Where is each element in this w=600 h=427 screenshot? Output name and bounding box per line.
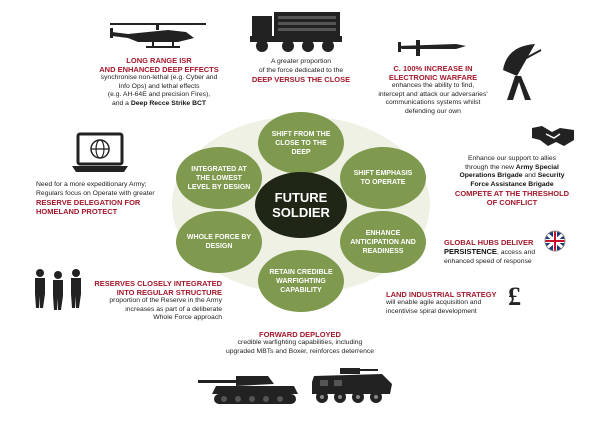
deep-body-2: of the force dedicated to the xyxy=(258,66,344,74)
hubs-heading-1: GLOBAL HUBS DELIVER xyxy=(444,238,534,247)
deep-heading: DEEP VERSUS THE CLOSE xyxy=(251,75,351,84)
ew-body-2: intercept and attack our adversaries' xyxy=(378,90,488,98)
allies-body-1: Enhance our support to allies xyxy=(467,155,557,162)
expeditionary-body-1: Need for a more expeditionary Army; xyxy=(36,181,147,188)
helicopter-icon xyxy=(108,20,208,50)
drone-icon xyxy=(396,38,468,58)
reserves-body-3: Whole Force approach xyxy=(153,314,222,321)
isr-body-2: Info Ops) and lethal effects xyxy=(118,82,200,90)
ew-body-3: communications systems whilst xyxy=(385,99,481,106)
industrial-body-1: will enable agile acquisition and xyxy=(386,299,482,306)
forward-heading: FORWARD DEPLOYED xyxy=(259,330,341,339)
ew-body-1: enhances the ability to find, xyxy=(391,82,475,89)
expeditionary-body-2: Regulars focus on Operate with greater xyxy=(36,189,155,197)
block-expeditionary: Need for a more expeditionary Army; Regu… xyxy=(36,181,196,216)
ew-heading-1: C. 100% INCREASE IN xyxy=(393,64,473,73)
hubs-body: enhanced speed of response xyxy=(444,257,532,265)
soldiers-icon xyxy=(32,268,84,310)
center-line-2: SOLDIER xyxy=(272,205,330,220)
handshake-icon xyxy=(530,122,576,150)
block-forward-deployed: FORWARD DEPLOYED credible warfighting ca… xyxy=(200,330,400,356)
allies-body-2: through the new Army Special xyxy=(465,163,559,171)
block-deep-vs-close: A greater proportion of the force dedica… xyxy=(226,58,376,84)
petal-shift-close-to-deep: SHIFT FROM THE CLOSE TO THE DEEP xyxy=(258,112,344,174)
forward-body-2: upgraded MBTs and Boxer, reinforces dete… xyxy=(225,347,375,355)
isr-heading-1: LONG RANGE ISR xyxy=(126,56,192,65)
petal-retain-warfighting: RETAIN CREDIBLE WARFIGHTING CAPABILITY xyxy=(258,250,344,312)
block-allies-support: Enhance our support to allies through th… xyxy=(428,155,596,207)
uk-flag-hub-icon xyxy=(544,230,566,252)
petal-enhance-anticipation: ENHANCE ANTICIPATION AND READINESS xyxy=(340,211,426,273)
petal-shift-emphasis-operate: SHIFT EMPHASIS TO OPERATE xyxy=(340,147,426,209)
ew-body-4: defending our own xyxy=(405,107,461,115)
industrial-heading: LAND INDUSTRIAL STRATEGY xyxy=(386,290,497,299)
block-electronic-warfare: C. 100% INCREASE IN ELECTRONIC WARFARE e… xyxy=(370,64,496,116)
expeditionary-heading-2: HOMELAND PROTECT xyxy=(36,207,118,216)
block-land-industrial: LAND INDUSTRIAL STRATEGY will enable agi… xyxy=(386,290,516,316)
rocket-launcher-truck-icon xyxy=(248,8,344,54)
allies-heading: COMPETE AT THE THRESHOLD xyxy=(454,189,570,198)
forward-body-1: credible warfighting capabilities, inclu… xyxy=(237,339,363,346)
reserves-body-1: proportion of the Reserve in the Army xyxy=(109,297,222,304)
block-long-range-isr: LONG RANGE ISR AND ENHANCED DEEP EFFECTS… xyxy=(70,56,248,108)
satellite-dish-icon xyxy=(497,40,553,102)
armoured-vehicle-icon xyxy=(310,366,394,406)
hubs-heading-2: PERSISTENCE, access and xyxy=(444,247,536,256)
petal-integrated-lowest-level: INTEGRATED AT THE LOWEST LEVEL BY DESIGN xyxy=(176,147,262,209)
isr-heading-2: AND ENHANCED DEEP EFFECTS xyxy=(99,65,219,74)
allies-body-4: Force Assistance Brigade xyxy=(470,180,554,188)
reserves-heading-2: INTO REGULAR STRUCTURE xyxy=(116,288,222,297)
deep-body-1: A greater proportion xyxy=(270,58,332,65)
isr-body-1: synchronise non-lethal (e.g. Cyber and xyxy=(100,74,218,81)
pound-sign-icon: £ xyxy=(508,282,521,311)
block-global-hubs: GLOBAL HUBS DELIVER PERSISTENCE, access … xyxy=(444,238,556,266)
isr-body-3: (e.g. AH-64E and precision Fires), xyxy=(107,91,211,98)
isr-body-4: and a Deep Recce Strike BCT xyxy=(111,99,207,107)
expeditionary-heading-1: RESERVE DELEGATION FOR xyxy=(36,198,141,207)
laptop-globe-icon xyxy=(70,132,130,176)
industrial-body-2: incentivise spiral development xyxy=(386,307,477,315)
block-reserves-integrated: RESERVES CLOSELY INTEGRATED INTO REGULAR… xyxy=(70,279,222,323)
allies-heading-2: OF CONFLICT xyxy=(486,198,538,207)
tank-icon xyxy=(198,372,302,406)
ew-heading-2: ELECTRONIC WARFARE xyxy=(388,73,478,82)
petal-whole-force: WHOLE FORCE BY DESIGN xyxy=(176,211,262,273)
allies-body-3: Operations Brigade and Security xyxy=(459,172,565,179)
reserves-heading-1: RESERVES CLOSELY INTEGRATED xyxy=(94,279,222,288)
center-line-1: FUTURE xyxy=(274,190,328,205)
reserves-body-2: increases as part of a deliberate xyxy=(125,305,222,313)
